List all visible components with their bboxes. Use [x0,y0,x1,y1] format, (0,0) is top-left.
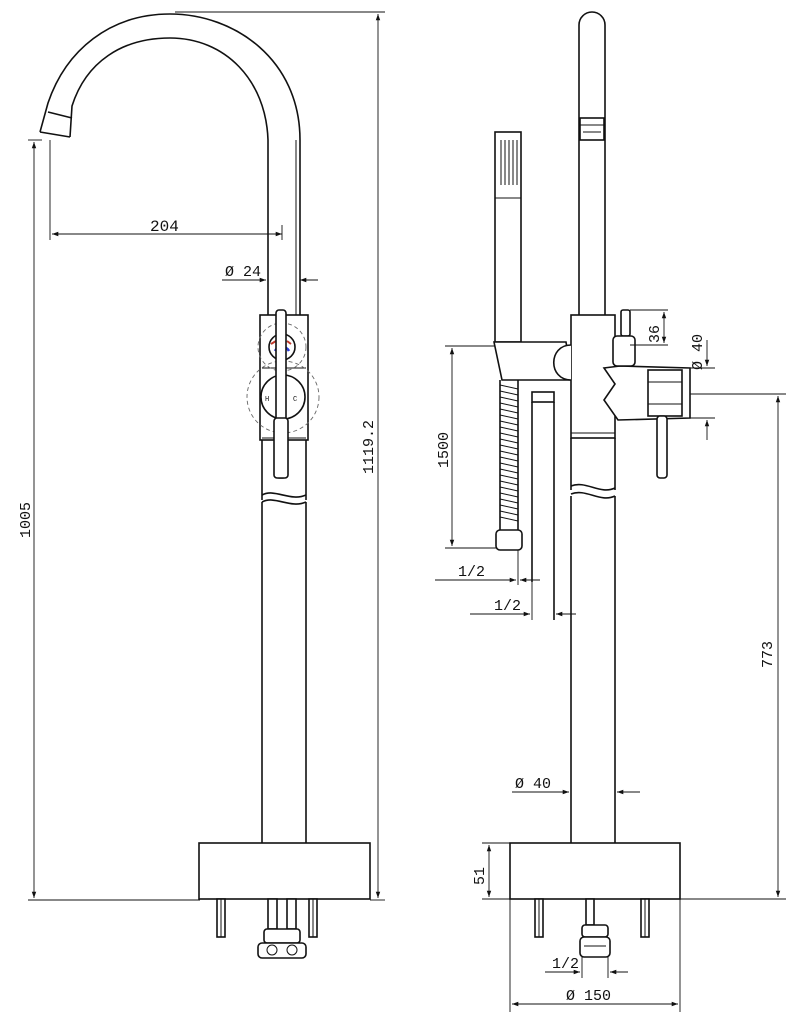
cold-label: C [293,396,297,404]
side-view: H C 204 [18,11,385,959]
spout-outer [39,13,301,315]
spout-pipe [578,11,606,318]
dim-height-total: 1119.2 [175,11,385,901]
floor-base-front [509,842,681,900]
dim-body-diameter-label: Ø 40 [690,334,707,370]
dim-spout-reach-label: 204 [150,218,179,236]
hot-label: H [265,396,269,404]
floor-base [198,842,371,900]
shower-hose [495,380,523,551]
dim-body-diameter: Ø 40 [690,334,715,440]
dim-hose-thread-label: 1/2 [458,564,485,581]
dim-base-height-label: 51 [472,867,489,885]
dim-hose-thread: 1/2 [435,550,540,585]
dim-body-height-label: 773 [760,641,777,668]
dim-inlet-thread-label: 1/2 [552,956,579,973]
dim-height-spout-label: 1005 [18,502,35,538]
dim-spout-reach: 204 [49,140,283,240]
mixer-body-front [570,314,616,439]
front-bolts [534,898,650,938]
dim-body-height: 773 [680,393,786,900]
dim-height-spout: 1005 [18,139,200,901]
dim-base-height: 51 [472,842,510,900]
dim-pipe-diameter-label: Ø 24 [225,264,261,281]
dim-height-total-label: 1119.2 [361,420,378,474]
dim-base-diameter: Ø 150 [509,899,681,1012]
dim-handle-height-label: 36 [647,325,664,343]
dim-hose-length-label: 1500 [436,432,453,468]
spout-aerator [579,117,605,141]
spout-tip [39,111,73,138]
front-view: 36 Ø 40 1500 1/2 1/2 [435,11,786,1012]
dim-inlet-thread: 1/2 [545,956,628,978]
dim-outlet-thread-label: 1/2 [494,598,521,615]
mounting-bolts [216,898,318,938]
dim-handle-height: 36 [630,309,668,346]
dim-column-diameter: Ø 40 [512,776,640,795]
dim-pipe-diameter: Ø 24 [222,264,318,283]
front-inlet [579,898,611,958]
column [570,438,616,490]
dim-base-diameter-label: Ø 150 [566,988,611,1005]
inlet-fittings [257,898,307,959]
dim-hose-length: 1500 [436,345,496,549]
front-handle-lever [656,415,668,479]
outlet-pipe [531,391,555,620]
standpipe [261,440,307,500]
spout-inner [69,37,269,315]
dim-outlet-thread: 1/2 [470,582,576,620]
dim-column-diameter-label: Ø 40 [515,776,551,793]
